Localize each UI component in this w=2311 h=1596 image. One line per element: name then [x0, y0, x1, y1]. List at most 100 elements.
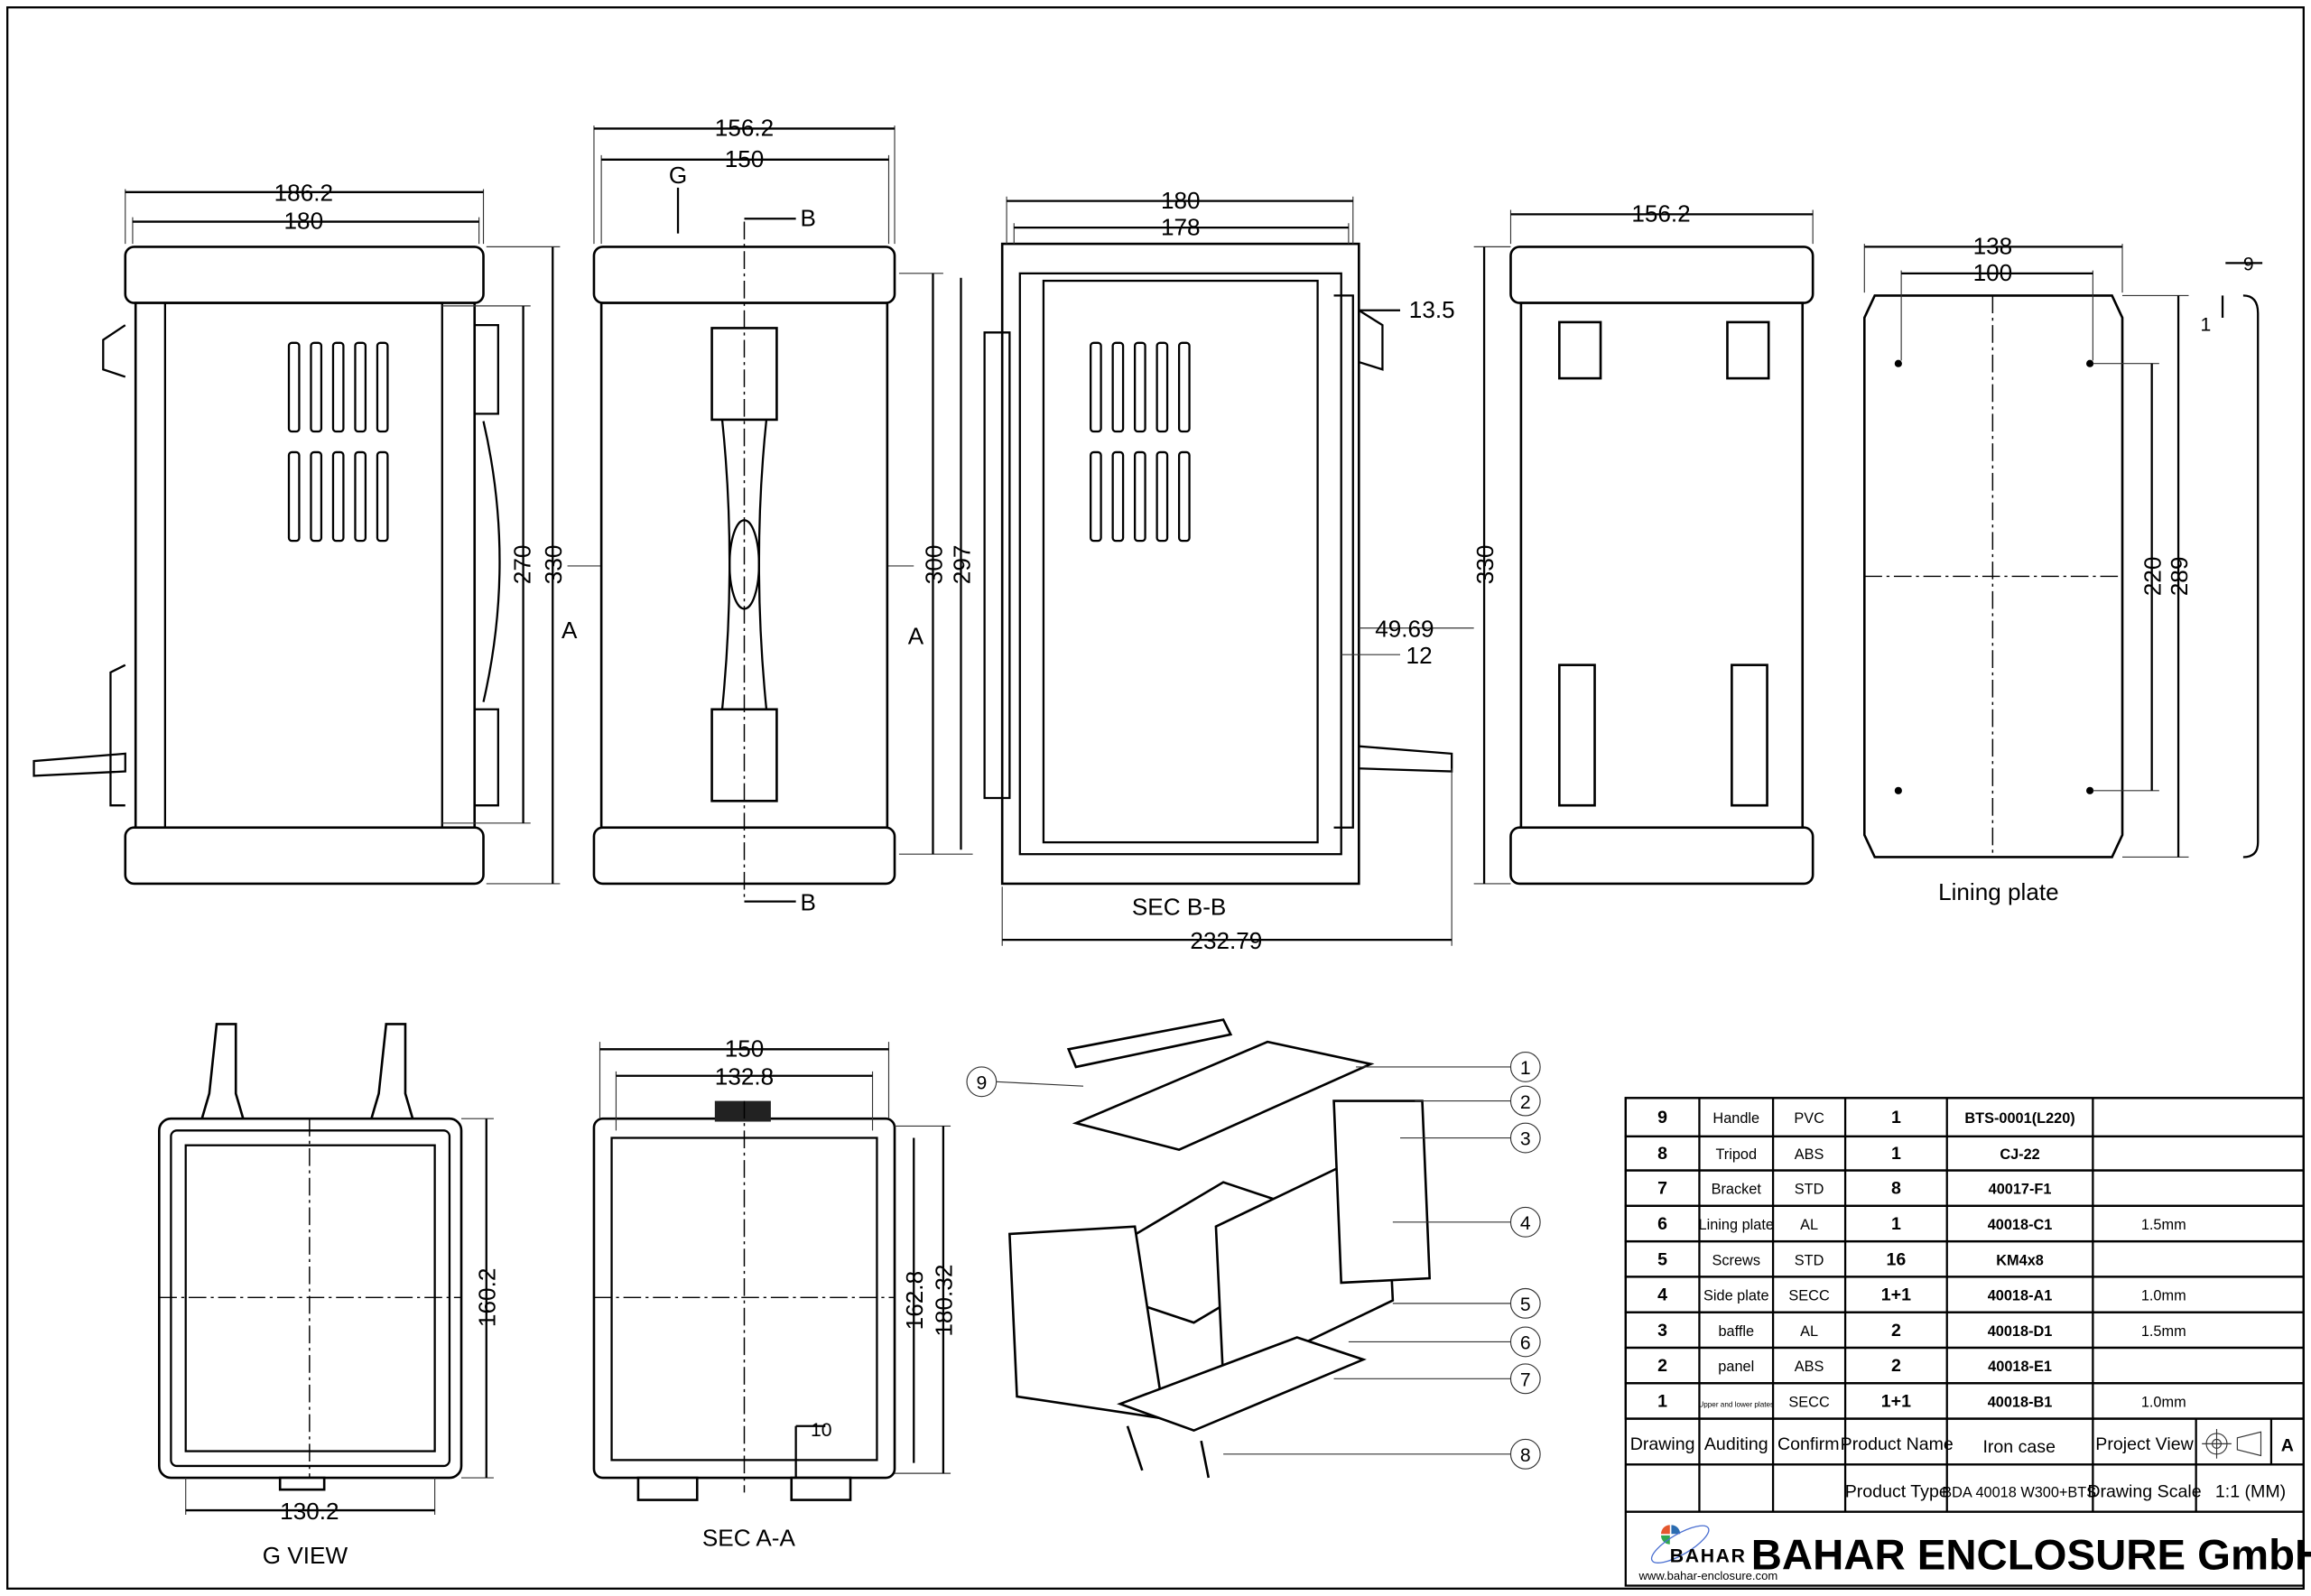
- bom-material: AL: [1800, 1217, 1818, 1233]
- callout-number: 4: [1520, 1212, 1531, 1234]
- callout-number: 6: [1520, 1332, 1531, 1354]
- bom-name: baffle: [1718, 1323, 1754, 1340]
- bom-note: 1.0mm: [2141, 1394, 2186, 1410]
- bom-code: 40017-F1: [1989, 1182, 2052, 1198]
- bom-name: Bracket: [1712, 1182, 1762, 1198]
- bom-material: STD: [1795, 1182, 1824, 1198]
- bom-note: 1.5mm: [2141, 1323, 2186, 1340]
- vent-slot: [310, 450, 323, 543]
- section-mark-b-top: B: [801, 204, 816, 231]
- section-bb-view: 180 178 13.5 49.69 12 232.79 SEC B-B: [983, 187, 1474, 954]
- bom-name: Lining plate: [1699, 1217, 1774, 1233]
- g-view-label: G VIEW: [263, 1542, 348, 1569]
- drawing-label: Drawing: [1630, 1434, 1695, 1454]
- dim-side-w-outer: 156.2: [715, 115, 774, 142]
- bom-qty: 1: [1891, 1108, 1901, 1127]
- bom-no: 9: [1657, 1108, 1667, 1127]
- project-view-label: Project View: [2095, 1434, 2194, 1454]
- bom-code: KM4x8: [1996, 1252, 2044, 1268]
- dim-secbb-w-outer: 180: [1161, 187, 1201, 214]
- vent-slot: [287, 450, 301, 543]
- bom-name: panel: [1718, 1359, 1754, 1375]
- dim-secbb-d2: 49.69: [1375, 616, 1434, 643]
- bom-note: 1.0mm: [2141, 1288, 2186, 1304]
- dim-secaa-foot: 10: [811, 1419, 832, 1441]
- vent-slot: [1156, 341, 1169, 433]
- drawing-border: [6, 6, 2305, 1590]
- dim-secaa-w-inner: 132.8: [715, 1063, 774, 1090]
- bom-material: STD: [1795, 1252, 1824, 1268]
- vent-slot: [354, 450, 367, 543]
- dim-secaa-w-outer: 150: [725, 1035, 765, 1062]
- product-type: BDA 40018 W300+BTS: [1942, 1484, 2096, 1500]
- bahar-logo: BAHAR: [1650, 1525, 1747, 1566]
- auditing-label: Auditing: [1704, 1434, 1768, 1454]
- lining-plate-label: Lining plate: [1938, 878, 2059, 905]
- bom-code: 40018-C1: [1988, 1217, 2053, 1233]
- section-bb-label: SEC B-B: [1132, 893, 1226, 920]
- callout-number: 9: [976, 1072, 987, 1093]
- bom-note: 1.5mm: [2141, 1217, 2186, 1233]
- callout-9: 9: [966, 1066, 1084, 1098]
- callout-number: 3: [1520, 1128, 1531, 1150]
- dim-secbb-w-inner: 178: [1161, 213, 1201, 240]
- sheet-letter: A: [2281, 1436, 2294, 1456]
- vent-slot: [287, 341, 301, 433]
- callout-5: 5: [1392, 1287, 1541, 1319]
- bom-code: 40018-A1: [1988, 1288, 2053, 1304]
- bom-no: 5: [1657, 1249, 1667, 1269]
- bom-code: 40018-B1: [1988, 1394, 2053, 1410]
- bom-qty: 2: [1891, 1356, 1901, 1376]
- dim-lining-flange: 9: [2243, 254, 2254, 275]
- website-link[interactable]: www.bahar-enclosure.com: [1638, 1569, 1778, 1582]
- bom-qty: 1+1: [1881, 1391, 1911, 1411]
- dim-lining-w: 138: [1973, 233, 2013, 260]
- callout-number: 7: [1520, 1369, 1531, 1391]
- g-view: 160.2 130.2 G VIEW: [158, 1023, 501, 1569]
- vent-slot: [1111, 450, 1125, 543]
- vent-slot: [1134, 450, 1146, 543]
- bom-name: Tripod: [1715, 1146, 1757, 1163]
- vent-slot: [1111, 341, 1125, 433]
- dim-front-w-inner: 180: [284, 208, 324, 235]
- bom-qty: 1: [1891, 1214, 1901, 1234]
- vent-slot: [310, 341, 323, 433]
- bom-material: PVC: [1794, 1110, 1824, 1127]
- vent-slots: [1090, 341, 1191, 543]
- logo-text: BAHAR: [1670, 1545, 1747, 1566]
- vent-slot: [1156, 450, 1169, 543]
- bom-no: 2: [1657, 1356, 1667, 1376]
- vent-slots: [287, 341, 389, 543]
- bom-material: AL: [1800, 1323, 1818, 1340]
- bom-material: SECC: [1788, 1394, 1830, 1410]
- product-name: Iron case: [1982, 1437, 2056, 1457]
- dim-secaa-h-outer: 180.32: [931, 1265, 958, 1337]
- dim-lining-hole-h: 220: [2139, 557, 2167, 597]
- projection-symbol-icon: [2202, 1429, 2262, 1459]
- dim-side-w-inner: 150: [725, 145, 765, 172]
- dim-secbb-d1: 13.5: [1409, 296, 1455, 323]
- bom-no: 7: [1657, 1179, 1667, 1199]
- callout-1: 1: [1356, 1051, 1541, 1082]
- bom-material: ABS: [1795, 1359, 1824, 1375]
- callout-7: 7: [1333, 1363, 1541, 1395]
- bom-name: Handle: [1712, 1110, 1759, 1127]
- bom-qty: 16: [1887, 1249, 1907, 1269]
- callout-4: 4: [1392, 1206, 1541, 1238]
- vent-slot: [1090, 341, 1102, 433]
- vent-slot: [331, 341, 345, 433]
- section-mark-a-right: A: [908, 623, 924, 650]
- bom-material: ABS: [1795, 1146, 1824, 1163]
- vent-slot: [376, 450, 389, 543]
- dim-front-h-outer: 330: [540, 545, 567, 585]
- vent-slot: [354, 341, 367, 433]
- bom-no: 1: [1657, 1391, 1667, 1411]
- dim-rear-w: 156.2: [1631, 200, 1690, 227]
